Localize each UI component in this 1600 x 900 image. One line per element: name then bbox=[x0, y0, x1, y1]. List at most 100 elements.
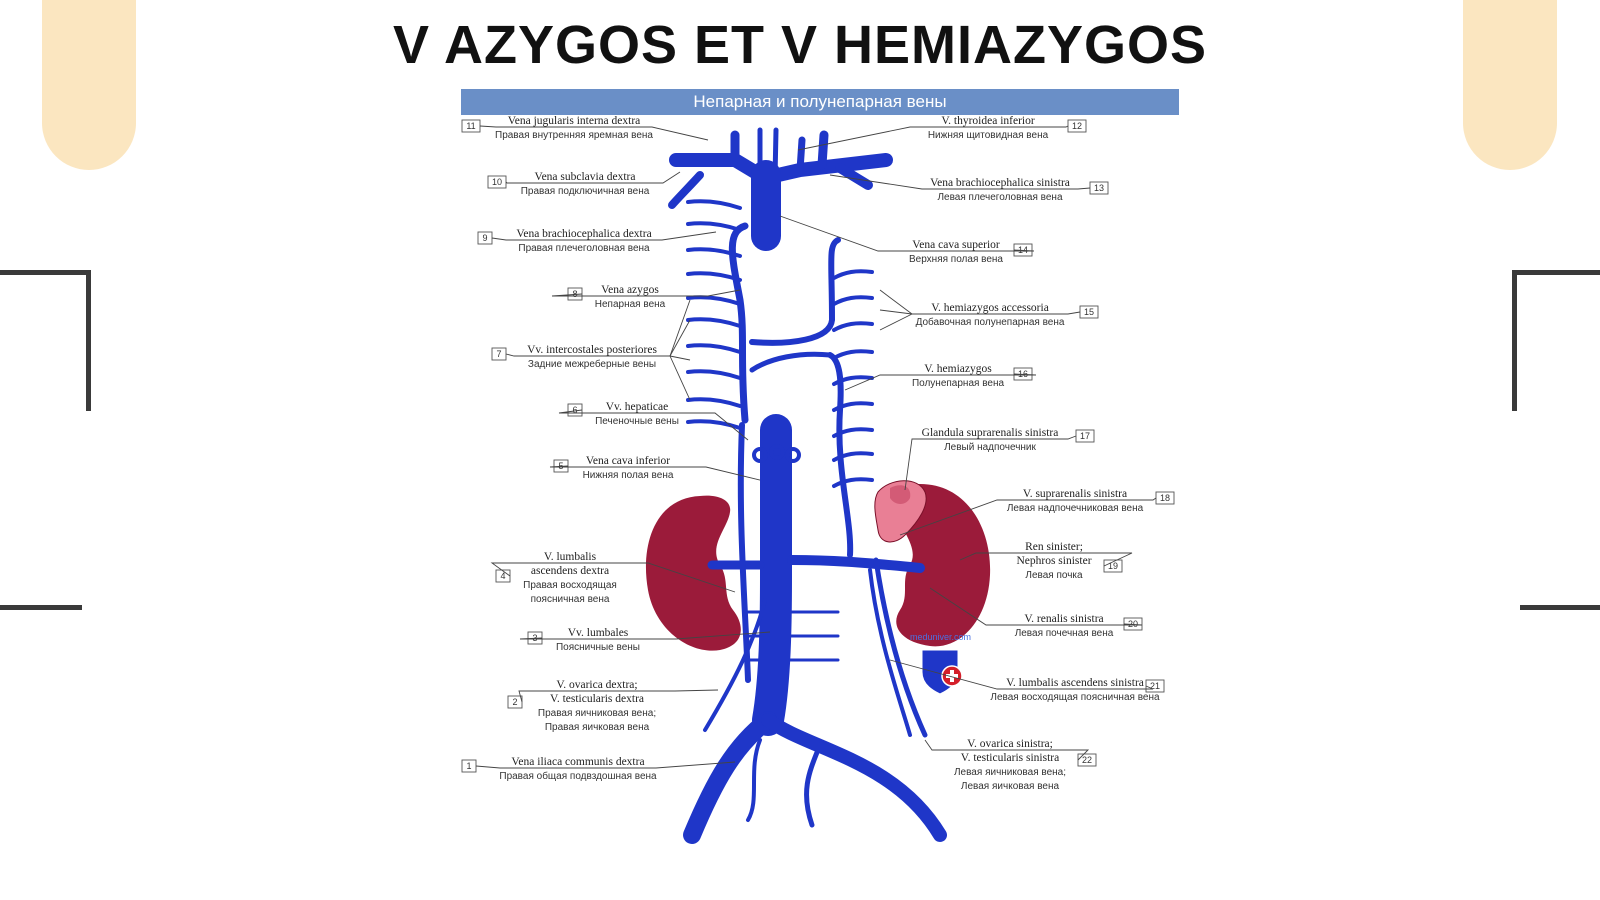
label-leader-line bbox=[669, 319, 691, 357]
label-russian: Левая надпочечниковая вена bbox=[1007, 503, 1144, 514]
intercostal-veins-left bbox=[832, 269, 874, 488]
label-number: 10 bbox=[492, 177, 502, 187]
intercostal-vein bbox=[686, 343, 742, 354]
label-russian: Левый надпочечник bbox=[944, 442, 1036, 453]
decor-pill-right bbox=[1463, 0, 1557, 170]
watermark-text: meduniver.com bbox=[910, 632, 971, 642]
label-latin: Vv. lumbales bbox=[568, 627, 629, 639]
vein-network bbox=[668, 127, 947, 844]
intercostal-vein bbox=[686, 271, 742, 282]
label-latin: V. ovarica sinistra; bbox=[967, 738, 1053, 750]
label-number: 15 bbox=[1084, 307, 1094, 317]
intercostal-vein bbox=[832, 295, 874, 306]
label-number: 2 bbox=[512, 697, 517, 707]
label-latin: ascendens dextra bbox=[531, 565, 609, 577]
label-number: 11 bbox=[466, 121, 475, 131]
label-russian: Нижняя щитовидная вена bbox=[928, 130, 1049, 141]
label-russian: Левая почка bbox=[1025, 570, 1083, 581]
decor-bracket-left-top bbox=[0, 270, 91, 411]
label-latin: Vena brachiocephalica sinistra bbox=[930, 177, 1070, 189]
label-russian: Задние межреберные вены bbox=[528, 358, 656, 370]
label-number: 12 bbox=[1072, 121, 1082, 131]
label-latin: Glandula suprarenalis sinistra bbox=[922, 427, 1059, 439]
label-leader-line bbox=[879, 289, 913, 315]
label-leader-line bbox=[879, 313, 913, 331]
label-latin: Vena jugularis interna dextra bbox=[508, 115, 641, 127]
label-number: 21 bbox=[1150, 681, 1160, 691]
label-russian: Непарная вена bbox=[595, 299, 666, 310]
label-russian: Правая восходящая bbox=[523, 580, 617, 591]
intercostal-vein bbox=[686, 369, 742, 380]
diagram-label-22: 22V. ovarica sinistra;V. testicularis si… bbox=[924, 738, 1097, 792]
label-russian: Левая яичниковая вена; bbox=[954, 767, 1066, 778]
label-leader-line bbox=[490, 562, 736, 593]
label-latin: V. renalis sinistra bbox=[1024, 613, 1103, 625]
label-leader-line bbox=[519, 631, 771, 640]
label-leader-line bbox=[899, 497, 1157, 536]
label-leader-line bbox=[929, 587, 1143, 626]
label-latin: Vena cava inferior bbox=[586, 455, 670, 467]
label-latin: Ren sinister; bbox=[1025, 541, 1083, 553]
intercostal-vein bbox=[832, 427, 874, 438]
slide-title: V AZYGOS ET V HEMIAZYGOS bbox=[392, 15, 1208, 75]
decor-pill-left bbox=[42, 0, 136, 170]
label-russian: Добавочная полунепарная вена bbox=[916, 316, 1065, 328]
label-leader-line bbox=[549, 465, 761, 481]
label-russian: Нижняя полая вена bbox=[583, 470, 674, 481]
label-russian: Правая яичковая вена bbox=[545, 722, 650, 733]
label-leader-line bbox=[904, 435, 1077, 491]
decor-bracket-right-top bbox=[1512, 270, 1600, 411]
label-leader-line bbox=[479, 125, 709, 141]
label-leader-line bbox=[889, 659, 1154, 690]
intercostal-vein bbox=[686, 295, 742, 306]
intercostal-veins-right bbox=[686, 199, 742, 430]
left-adrenal-accent bbox=[890, 485, 911, 504]
intercostal-vein bbox=[832, 269, 874, 280]
label-leader-line bbox=[924, 739, 1090, 761]
label-number: 1 bbox=[466, 761, 471, 771]
label-number: 19 bbox=[1108, 561, 1118, 571]
label-russian: Поясничные вены bbox=[556, 642, 640, 653]
intercostal-vein bbox=[832, 321, 874, 332]
label-russian: Левая восходящая поясничная вена bbox=[990, 692, 1160, 703]
decor-bracket-left-bottom bbox=[0, 605, 82, 610]
label-russian: Правая плечеголовная вена bbox=[518, 243, 650, 254]
label-leader-line bbox=[779, 215, 1035, 252]
intercostal-vein bbox=[832, 375, 874, 386]
label-number: 20 bbox=[1128, 619, 1138, 629]
left-adrenal-gland bbox=[874, 480, 927, 543]
label-latin: Vena brachiocephalica dextra bbox=[516, 228, 651, 240]
label-leader-line bbox=[491, 231, 717, 241]
intercostal-vein bbox=[686, 247, 742, 258]
figure-banner: Непарная и полунепарная вены bbox=[461, 89, 1179, 115]
intercostal-vein bbox=[832, 349, 874, 360]
intercostal-vein bbox=[686, 419, 742, 430]
label-russian: Правая общая подвздошная вена bbox=[499, 770, 657, 782]
label-leader-line bbox=[844, 373, 1037, 391]
label-number: 4 bbox=[500, 571, 505, 581]
intercostal-vein bbox=[832, 451, 874, 462]
decor-bracket-right-bottom bbox=[1520, 605, 1600, 610]
label-russian: Левая почечная вена bbox=[1015, 628, 1114, 639]
label-number: 17 bbox=[1080, 431, 1090, 441]
label-latin: Vena azygos bbox=[601, 284, 659, 296]
label-leader-line bbox=[518, 689, 719, 703]
label-number: 13 bbox=[1094, 183, 1104, 193]
